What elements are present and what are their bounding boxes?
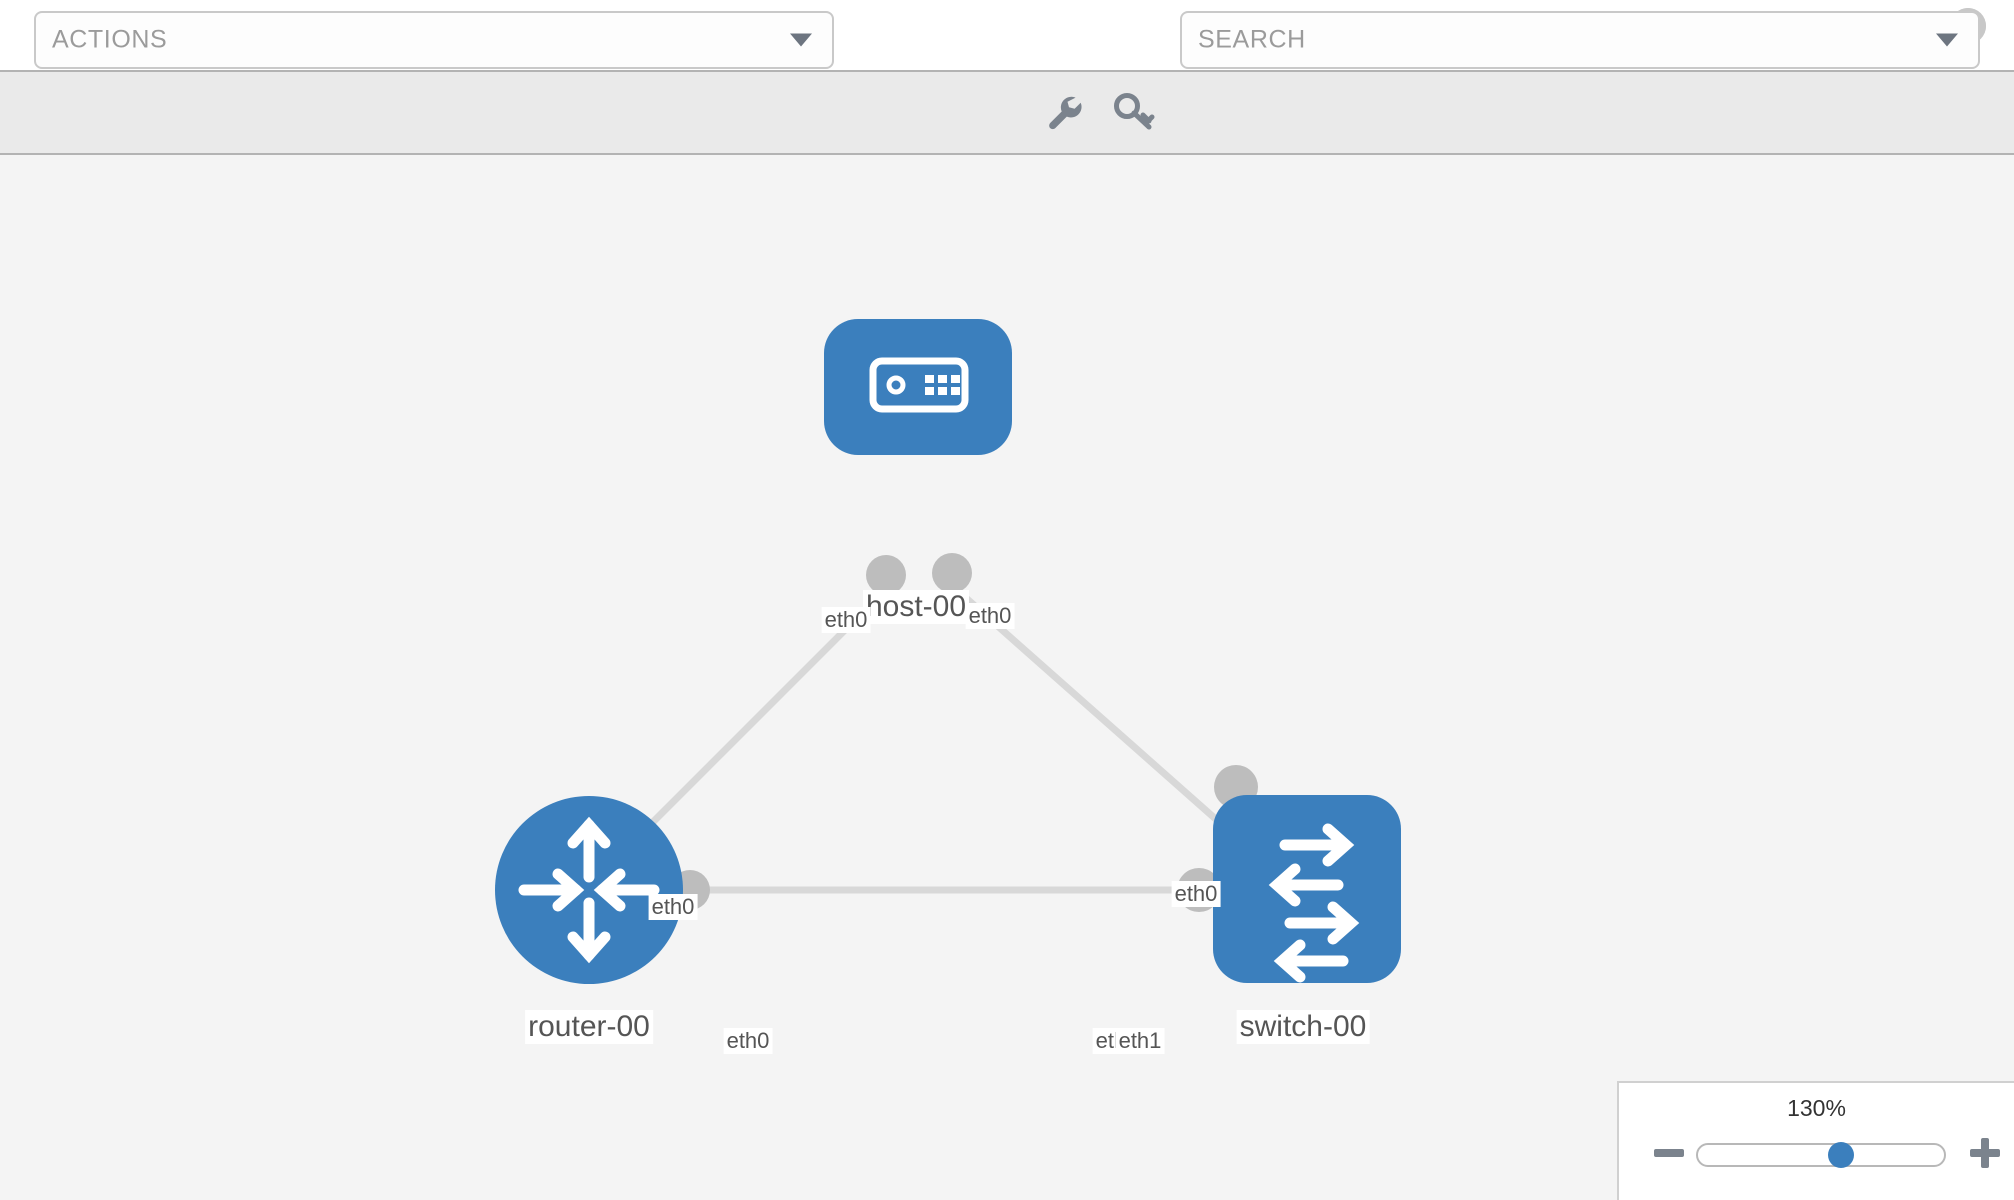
chevron-down-icon [1936,33,1958,47]
zoom-control-panel: 130% [1617,1081,2014,1200]
actions-dropdown[interactable]: ACTIONS [34,11,834,69]
node-label-router-00: router-00 [525,1010,653,1044]
zoom-slider[interactable] [1696,1142,1946,1168]
minus-icon[interactable] [1652,1135,1686,1171]
topology-canvas[interactable]: host-00 router-00 switch-00 eth0 eth0 et… [0,155,2014,1200]
node-switch-00[interactable] [1213,795,1401,983]
router-arrows-icon [518,816,660,964]
topology-graph [495,319,1401,984]
plus-icon[interactable] [1968,1135,2002,1171]
search-placeholder: SEARCH [1198,25,1306,54]
zoom-percent-label: 130% [1787,1095,1846,1121]
connector-host-left [866,555,906,595]
key-icon[interactable] [1110,88,1156,134]
node-router-00[interactable] [495,796,683,984]
wrench-icon[interactable] [1040,88,1086,134]
iface-label-host-left: eth0 [821,607,871,633]
node-label-host-00: host-00 [862,590,970,624]
iface-label-router-uplink: eth0 [648,894,698,920]
switch-arrows-icon [1268,823,1360,983]
search-input[interactable]: SEARCH [1180,11,1980,69]
zoom-slider-handle[interactable] [1827,1142,1854,1168]
iface-label-switch-uplink: eth0 [1171,881,1221,907]
node-label-switch-00: switch-00 [1236,1010,1370,1044]
node-host-00[interactable] [824,319,1012,455]
connector-host-right [932,553,972,593]
iface-label-router-eth0: eth0 [723,1028,773,1054]
chevron-down-icon [790,33,812,47]
iface-label-host-right: eth0 [965,603,1015,629]
actions-dropdown-label: ACTIONS [52,25,168,54]
server-icon [869,357,969,413]
zoom-slider-row [1619,1135,2014,1175]
iface-label-switch-eth1: eth1 [1115,1028,1165,1054]
toolbar [0,70,2014,155]
